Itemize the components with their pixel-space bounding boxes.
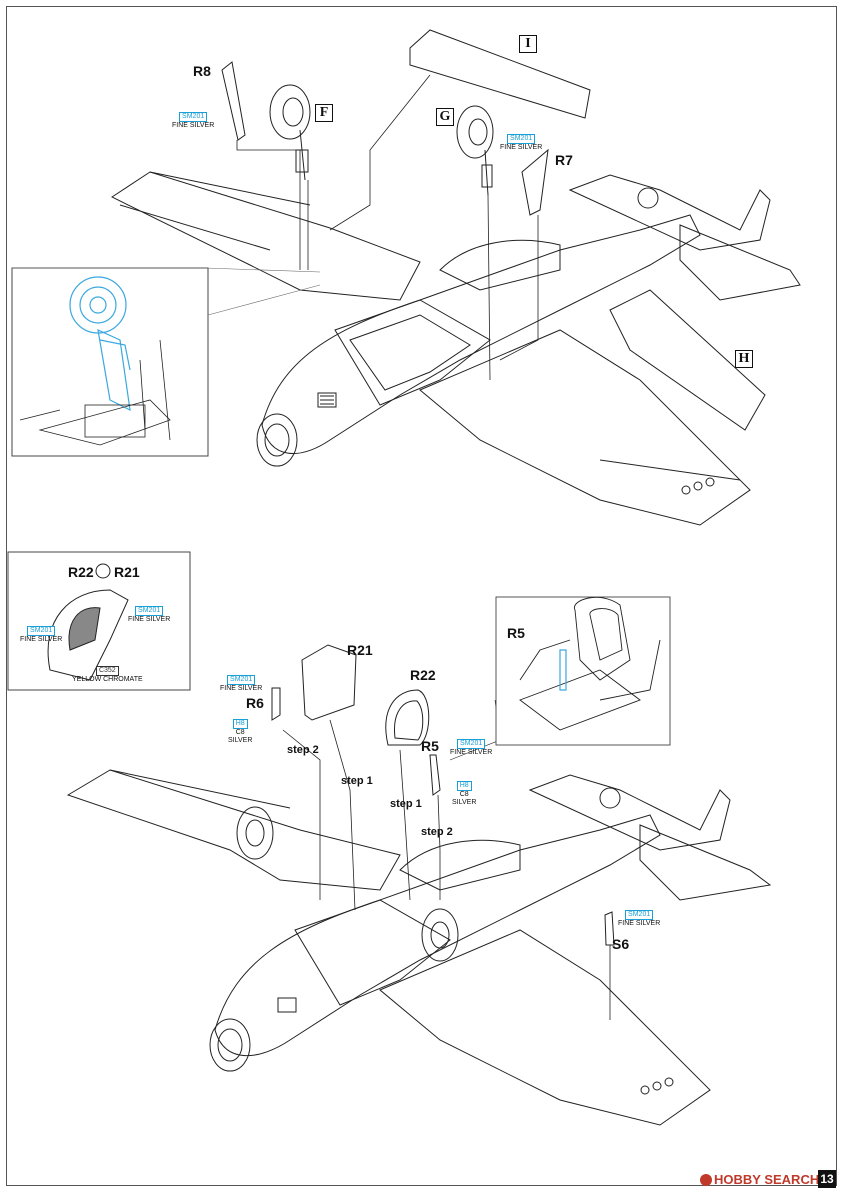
paint-name: FINE SILVER [20, 636, 63, 643]
box-label-f: F [315, 104, 333, 122]
paint-name: YELLOW CHROMATE [72, 676, 143, 683]
hobby-search-logo: HOBBY SEARCH [700, 1172, 819, 1187]
part-R22-frame [385, 689, 430, 746]
paint-callout-canopy-bottom: C352 YELLOW CHROMATE [72, 666, 143, 684]
paint-code: SM201 [625, 910, 654, 920]
paint-callout-r8-wheel: SM201 FINE SILVER [172, 112, 214, 130]
part-label-r7: R7 [555, 152, 573, 168]
paint-code: H8 [456, 781, 472, 791]
paint-code: SM201 [457, 739, 486, 749]
step-label-1-left: step 1 [341, 775, 373, 787]
paint-name: FINE SILVER [172, 122, 215, 129]
paint-code: SM201 [27, 626, 56, 636]
paint-name: FINE SILVER [618, 920, 661, 927]
part-R7-door [521, 148, 549, 216]
paint-code: SM201 [507, 134, 536, 144]
part-label-r22: R22 [410, 667, 436, 683]
paint-code: SM201 [135, 606, 164, 616]
part-label-r21: R21 [347, 642, 373, 658]
inset-title-r22: R22 [68, 564, 94, 580]
step-label-2-right: step 2 [421, 826, 453, 838]
paint-callout-canopy-left: SM201 FINE SILVER [20, 626, 62, 644]
paint-callout-r7-wheel: SM201 FINE SILVER [500, 134, 542, 152]
bottom-aircraft [66, 644, 772, 1126]
page-frame [6, 6, 837, 1186]
cockpit-inset-art [495, 596, 671, 746]
part-H-flap [609, 289, 766, 431]
paint-callout-r6-top: SM201 FINE SILVER [220, 675, 262, 693]
paint-code-2: C8 [235, 729, 245, 736]
paint-callout-canopy-right: SM201 FINE SILVER [128, 606, 170, 624]
part-S6 [604, 911, 615, 946]
inset-highlight [11, 267, 321, 457]
paint-name: FINE SILVER [450, 749, 493, 756]
step-label-2-left: step 2 [287, 744, 319, 756]
paint-callout-r5-top: SM201 FINE SILVER [450, 739, 492, 757]
logo-ball-icon [700, 1174, 712, 1186]
part-label-r8: R8 [193, 63, 211, 79]
paint-callout-r5-silver: H8 C8 SILVER [452, 781, 476, 807]
box-label-g: G [436, 108, 454, 126]
paint-code: SM201 [227, 675, 256, 685]
part-R6 [271, 687, 281, 721]
paint-code: SM201 [179, 112, 208, 122]
paint-name: FINE SILVER [500, 144, 543, 151]
part-I-flap [409, 29, 591, 119]
part-label-r6: R6 [246, 695, 264, 711]
paint-name: SILVER [228, 737, 253, 744]
paint-name: FINE SILVER [220, 685, 263, 692]
paint-callout-s6: SM201 FINE SILVER [618, 910, 660, 928]
page-number: 13 [818, 1170, 836, 1188]
paint-code: H8 [232, 719, 248, 729]
part-R5 [429, 754, 441, 796]
paint-code-2: C8 [459, 791, 469, 798]
paint-callout-r6-silver: H8 C8 SILVER [228, 719, 252, 745]
part-R8-door [221, 61, 246, 141]
part-R21-canopy [301, 644, 357, 721]
box-label-h: H [735, 350, 753, 368]
part-label-r5: R5 [421, 738, 439, 754]
top-aircraft [110, 171, 801, 526]
wheel-F [269, 84, 311, 181]
paint-code: C352 [95, 666, 119, 676]
paint-name: SILVER [452, 799, 477, 806]
inset-title-r21: R21 [114, 564, 140, 580]
box-label-i: I [519, 35, 537, 53]
part-label-s6: S6 [612, 936, 630, 952]
wheel-G [456, 105, 494, 196]
logo-text: HOBBY SEARCH [714, 1172, 820, 1187]
paint-name: FINE SILVER [128, 616, 171, 623]
step-label-1-right: step 1 [390, 798, 422, 810]
inset-label-r5: R5 [507, 625, 525, 641]
